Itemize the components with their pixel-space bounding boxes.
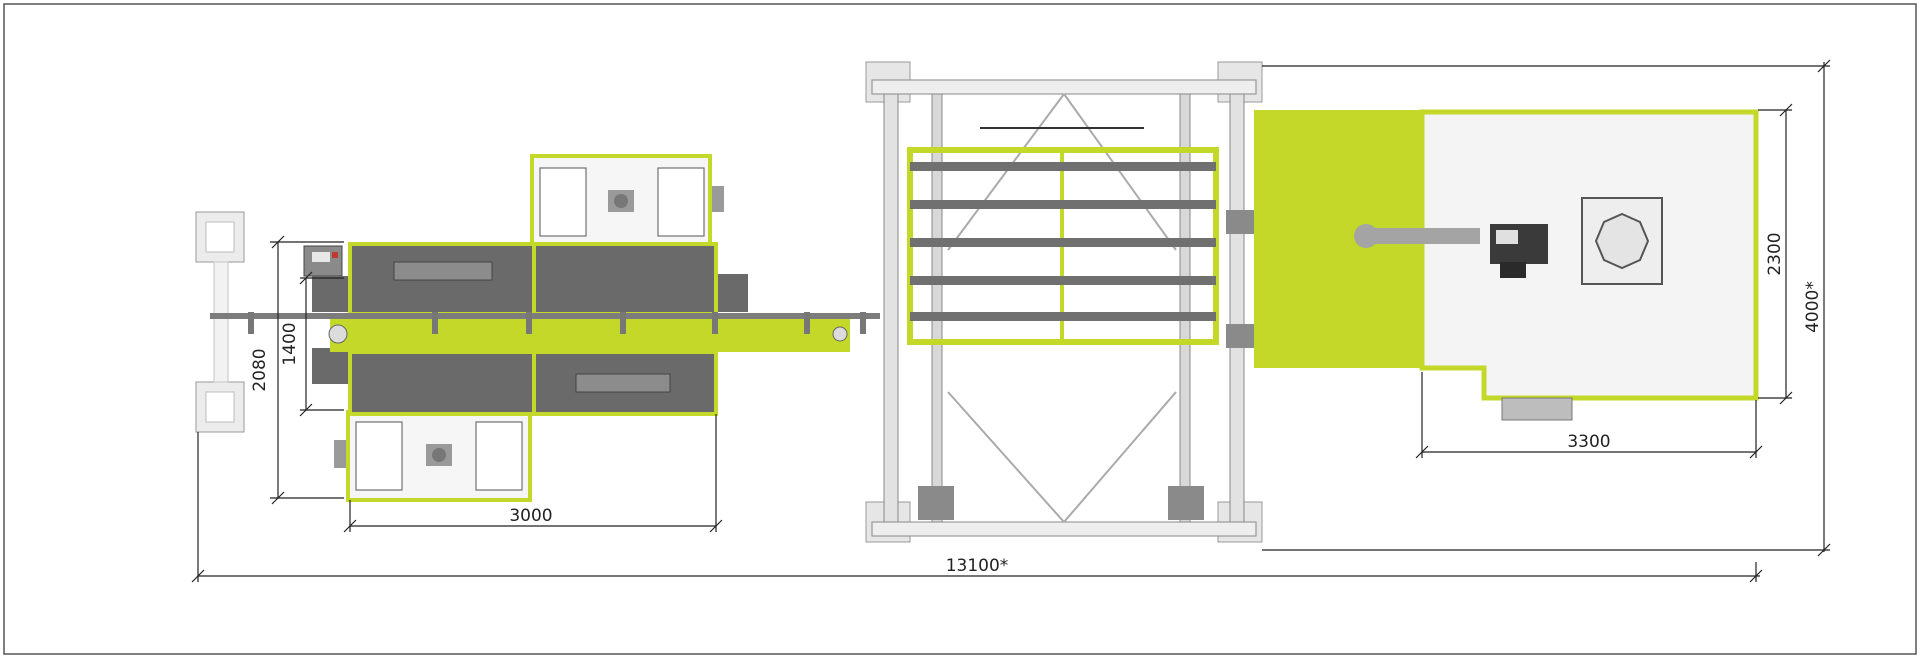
dimensions	[191, 59, 1831, 583]
dimension-furnace-length: 3000	[509, 506, 552, 526]
dimension-cabin-length: 3300	[1567, 432, 1610, 452]
dimension-furnace-width-inner: 1400	[280, 322, 300, 365]
dimension-furnace-width-total: 2080	[250, 348, 270, 391]
furnace-unit	[210, 154, 880, 502]
dimension-overall-width: 4000*	[1803, 281, 1823, 333]
dimension-cabin-width: 2300	[1765, 232, 1785, 275]
dimension-overall-length: 13100*	[946, 556, 1009, 576]
loading-station	[195, 211, 245, 433]
storage-rack	[865, 61, 1263, 543]
paint-cabin	[1226, 109, 1759, 421]
